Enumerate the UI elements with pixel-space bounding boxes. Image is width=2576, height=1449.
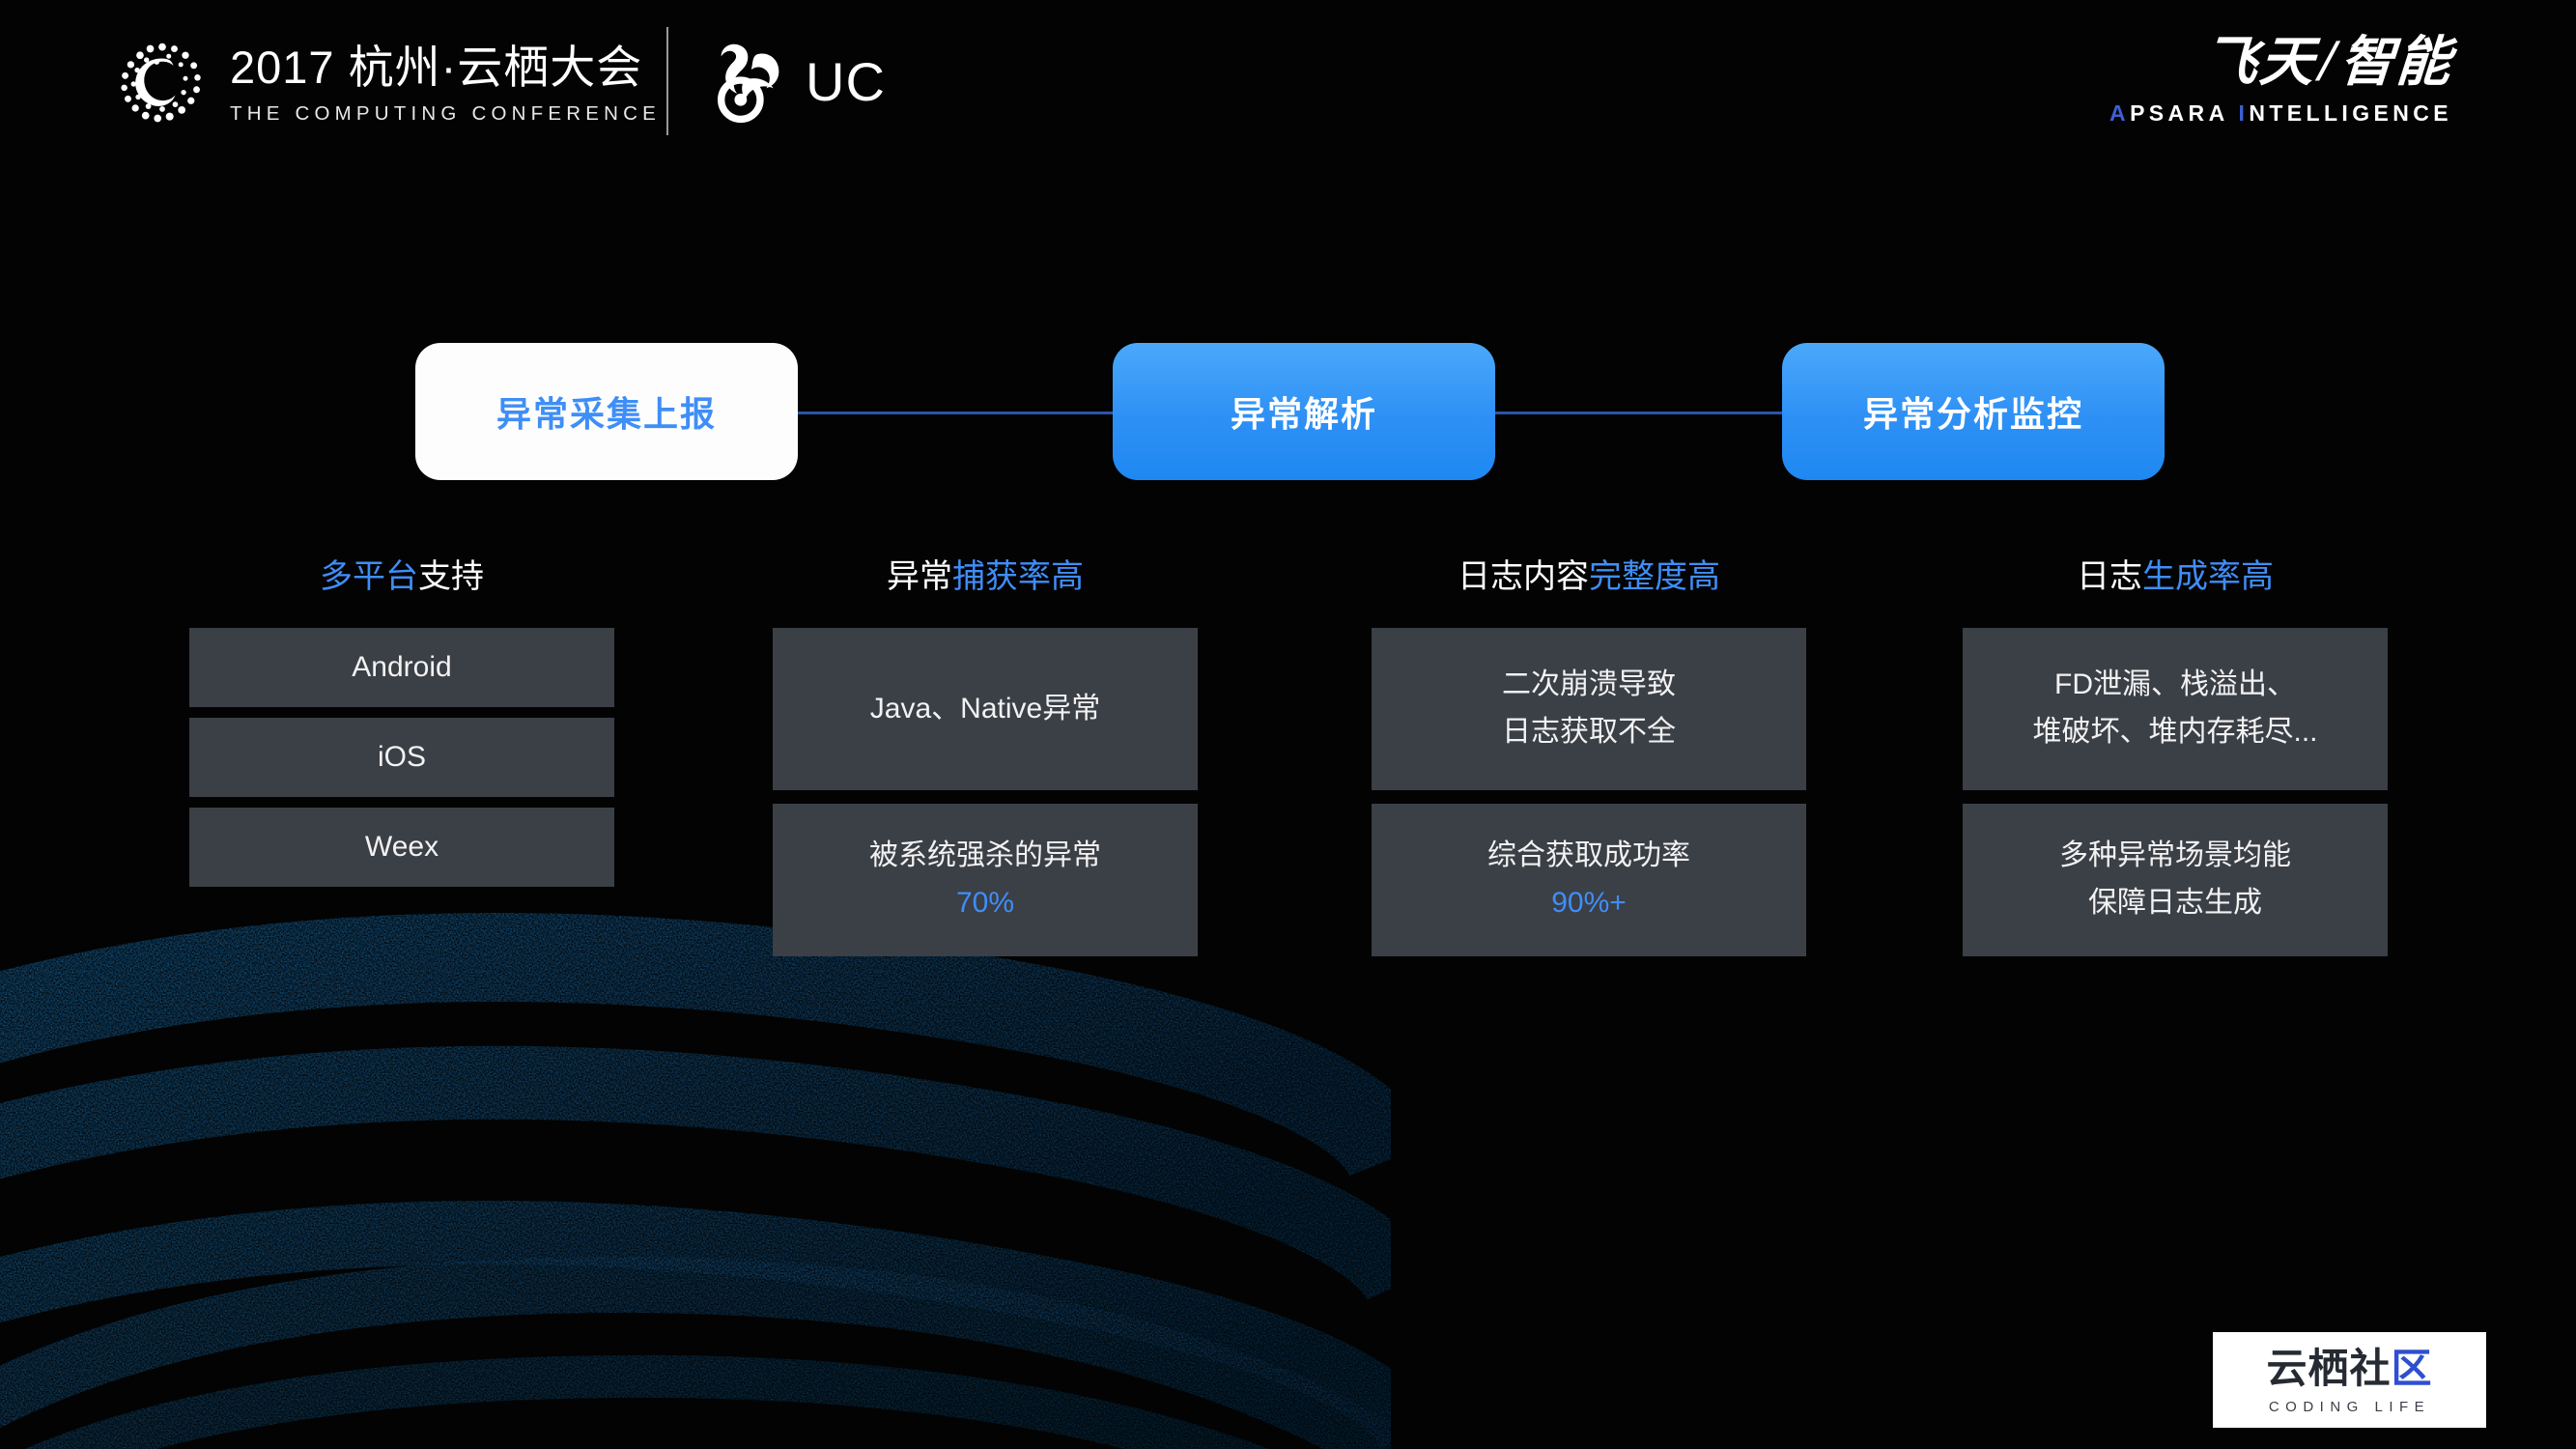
apsara-en-a: A — [2109, 100, 2131, 126]
feature-cell: 综合获取成功率 90%+ — [1372, 804, 1806, 956]
yunqi-logo-cn: 云栖社区 — [2266, 1349, 2432, 1389]
feature-cell-line: 二次崩溃导致 — [1502, 668, 1676, 701]
apsara-intelligence-brand: 飞天/智能 APSARA INTELLIGENCE — [2108, 31, 2454, 127]
apsara-cn-feitian: 飞天 — [2201, 31, 2318, 92]
feature-column-multiplatform: 多平台支持 Android iOS Weex — [189, 560, 614, 897]
pipeline-node-label: 异常解析 — [1230, 394, 1377, 434]
feature-cell-metric: 70% — [955, 887, 1015, 919]
apsara-cn-zhineng: 智能 — [2337, 31, 2455, 92]
feature-column-capture-rate: 异常捕获率高 Java、Native异常 被系统强杀的异常 70% — [773, 560, 1198, 956]
apsara-en-wordmark: APSARA INTELLIGENCE — [2109, 100, 2452, 127]
feature-column-log-completeness: 日志内容完整度高 二次崩溃导致 日志获取不全 综合获取成功率 90%+ — [1372, 560, 1806, 956]
yunqi-community-logo: 云栖社区 CODING LIFE — [2213, 1332, 2486, 1428]
uc-brand: UC — [705, 37, 886, 126]
feature-columns: 多平台支持 Android iOS Weex 异常捕获率高 Java、Nativ… — [0, 560, 2576, 1014]
pipeline-node-label: 异常分析监控 — [1862, 394, 2083, 434]
feature-cell: 多种异常场景均能 保障日志生成 — [1963, 804, 2388, 956]
column-title-lead: 日志内容 — [1458, 558, 1589, 595]
feature-cell-line: Android — [352, 650, 452, 683]
feature-cell-line: 堆破坏、堆内存耗尽... — [2032, 716, 2318, 748]
column-title: 日志生成率高 — [1963, 560, 2388, 593]
feature-cell-line: iOS — [377, 740, 426, 773]
uc-squirrel-logo-icon — [717, 43, 779, 124]
conference-title: 2017 杭州·云栖大会 — [230, 42, 643, 94]
column-title-tail: 支持 — [418, 558, 484, 595]
feature-cell-line: 保障日志生成 — [2088, 887, 2262, 919]
pipeline-node-parse[interactable]: 异常解析 — [1113, 343, 1495, 480]
feature-cell-line: FD泄漏、栈溢出、 — [2054, 668, 2296, 701]
yunqi-logo-en: CODING LIFE — [2268, 1399, 2431, 1415]
uc-wordmark: UC — [806, 50, 886, 112]
conference-subtitle: THE COMPUTING CONFERENCE — [230, 101, 661, 125]
vertical-divider-icon — [666, 27, 668, 135]
feature-cell-line: Weex — [364, 830, 439, 863]
apsara-en-ntelligence: NTELLIGENCE — [2249, 100, 2452, 126]
feature-cell-line: 多种异常场景均能 — [2059, 839, 2291, 872]
feature-cell-line: 综合获取成功率 — [1487, 839, 1690, 872]
feature-cell: Java、Native异常 — [773, 628, 1198, 790]
conference-brand: 2017 杭州·云栖大会 THE COMPUTING CONFERENCE — [116, 31, 661, 137]
feature-cell-line: 被系统强杀的异常 — [869, 839, 1101, 872]
feature-cell-metric: 90%+ — [1551, 887, 1627, 919]
feature-cell-line: 日志获取不全 — [1502, 716, 1676, 748]
feature-cell: 二次崩溃导致 日志获取不全 — [1372, 628, 1806, 790]
feature-cell: Weex — [189, 808, 614, 887]
feature-cell: 被系统强杀的异常 70% — [773, 804, 1198, 956]
column-title-accent: 捕获率高 — [952, 558, 1084, 595]
feature-column-log-generation: 日志生成率高 FD泄漏、栈溢出、 堆破坏、堆内存耗尽... 多种异常场景均能 保… — [1963, 560, 2388, 956]
pipeline-node-label: 异常采集上报 — [495, 394, 717, 434]
pipeline-node-analyze[interactable]: 异常分析监控 — [1782, 343, 2165, 480]
yunqi-logo-cn-main: 云栖社 — [2266, 1346, 2392, 1391]
pipeline-node-collect[interactable]: 异常采集上报 — [415, 343, 798, 480]
column-title-lead: 异常 — [887, 558, 952, 595]
column-title: 异常捕获率高 — [773, 560, 1198, 593]
column-title-accent: 完整度高 — [1589, 558, 1720, 595]
pipeline-diagram: 异常采集上报 异常解析 异常分析监控 — [0, 343, 2576, 488]
apsara-cn-wordmark: 飞天/智能 — [2108, 31, 2454, 92]
slide-header: 2017 杭州·云栖大会 THE COMPUTING CONFERENCE UC… — [0, 0, 2576, 169]
column-title-accent: 多平台 — [320, 558, 418, 595]
feature-cell: FD泄漏、栈溢出、 堆破坏、堆内存耗尽... — [1963, 628, 2388, 790]
apsara-en-psara: PSARA — [2130, 100, 2239, 126]
horizontal-connector-line-icon — [790, 412, 1120, 414]
column-title-lead: 日志 — [2077, 558, 2142, 595]
computing-conference-dots-logo-icon — [121, 43, 201, 123]
column-title-accent: 生成率高 — [2142, 558, 2274, 595]
apsara-en-i: I — [2238, 100, 2250, 126]
feature-cell: Android — [189, 628, 614, 707]
column-title: 日志内容完整度高 — [1372, 560, 1806, 593]
horizontal-connector-line-icon — [1489, 412, 1789, 414]
column-title: 多平台支持 — [189, 560, 614, 593]
feature-cell: iOS — [189, 718, 614, 797]
feature-cell-line: Java、Native异常 — [869, 692, 1101, 724]
yunqi-logo-cn-qu: 区 — [2391, 1346, 2433, 1391]
